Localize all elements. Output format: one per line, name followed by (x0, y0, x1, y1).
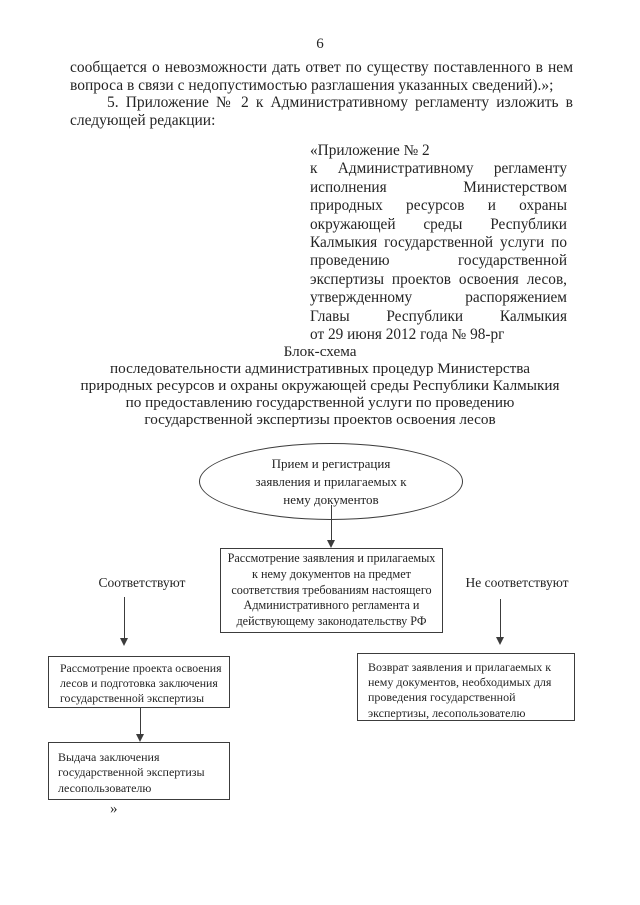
review-box-line: соответствия требованиям настоящего (231, 582, 432, 597)
scheme-title: Блок-схема последовательности администра… (40, 343, 600, 428)
connector-ellipse-to-review-line (331, 505, 332, 541)
appendix-reference-block: «Приложение № 2 к Административному регл… (310, 142, 567, 344)
return-box-line: нему документов, необходимых для (368, 675, 552, 690)
appendix-line: проведению государственной (310, 252, 567, 270)
flowchart-return-box: Возврат заявления и прилагаемых к нему д… (357, 653, 575, 721)
review-box-line: к нему документов на предмет (252, 566, 411, 581)
scheme-title-line: государственной экспертизы проектов осво… (144, 411, 496, 428)
ellipse-line: Прием и регистрация (271, 455, 391, 471)
review-box-line: действующему законодательству РФ (236, 614, 427, 629)
scheme-title-line: природных ресурсов и охраны окружающей с… (80, 377, 560, 394)
expertise-box-line: Рассмотрение проекта освоения (60, 661, 222, 675)
arrow-down-icon (136, 734, 144, 742)
flowchart-issue-box: Выдача заключения государственной экспер… (48, 742, 230, 800)
expertise-box-line: государственной экспертизы (60, 691, 205, 705)
arrow-down-icon (327, 540, 335, 548)
branch-label-no-match: Не соответствуют (465, 575, 569, 590)
paragraph-line: следующей редакции: (70, 111, 216, 129)
body-paragraph: сообщается о невозможности дать ответ по… (70, 59, 573, 129)
appendix-line: природных ресурсов и охраны (310, 197, 567, 215)
ellipse-line: нему документов (283, 491, 379, 507)
flowchart-expertise-box: Рассмотрение проекта освоения лесов и по… (48, 656, 230, 708)
review-box-line: Рассмотрение заявления и прилагаемых (227, 551, 436, 565)
paragraph-line: сообщается о невозможности дать ответ по… (70, 59, 573, 76)
branch-label-match: Соответствуют (98, 575, 186, 590)
arrow-down-icon (120, 638, 128, 646)
review-box-line: Административного регламента и (243, 598, 420, 613)
scheme-title-line: по предоставлению государственной услуги… (125, 394, 515, 411)
appendix-line: окружающей среды Республики (310, 215, 567, 233)
scheme-title-line: Блок-схема (283, 343, 357, 360)
appendix-line: от 29 июня 2012 года № 98-рг (310, 326, 505, 344)
arrow-down-icon (496, 637, 504, 645)
issue-box-line: государственной экспертизы (58, 765, 205, 780)
return-box-line: проведения государственной (368, 690, 516, 705)
connector-expertise-to-issue-line (140, 708, 141, 734)
ellipse-line: заявления и прилагаемых к (255, 473, 407, 489)
paragraph-line: 5. Приложение № 2 к Административному ре… (107, 94, 573, 112)
appendix-line: «Приложение № 2 (310, 142, 430, 159)
return-box-line: Возврат заявления и прилагаемых к (368, 660, 552, 674)
page-number: 6 (316, 36, 324, 52)
closing-quote-mark: » (110, 801, 118, 817)
appendix-line: исполнения Министерством (310, 178, 567, 196)
return-box-line: экспертизы, лесопользователю (368, 705, 526, 720)
appendix-line: утвержденному распоряжением (310, 289, 567, 307)
appendix-line: Калмыкия государственной услуги по (310, 234, 567, 252)
appendix-line: Главы Республики Калмыкия (310, 307, 567, 325)
issue-box-line: лесопользователю (58, 780, 152, 795)
expertise-box-line: лесов и подготовка заключения (60, 676, 218, 690)
paragraph-line: вопроса в связи с недопустимостью разгла… (70, 76, 554, 94)
appendix-line: экспертизы проектов освоения лесов, (310, 270, 567, 288)
connector-right-branch-line (500, 599, 501, 637)
issue-box-line: Выдача заключения (58, 750, 160, 764)
appendix-line: к Административному регламенту (310, 160, 567, 178)
flowchart-review-box: Рассмотрение заявления и прилагаемых к н… (220, 548, 443, 633)
connector-left-branch-line (124, 597, 125, 638)
scheme-title-line: последовательности административных проц… (110, 360, 530, 377)
